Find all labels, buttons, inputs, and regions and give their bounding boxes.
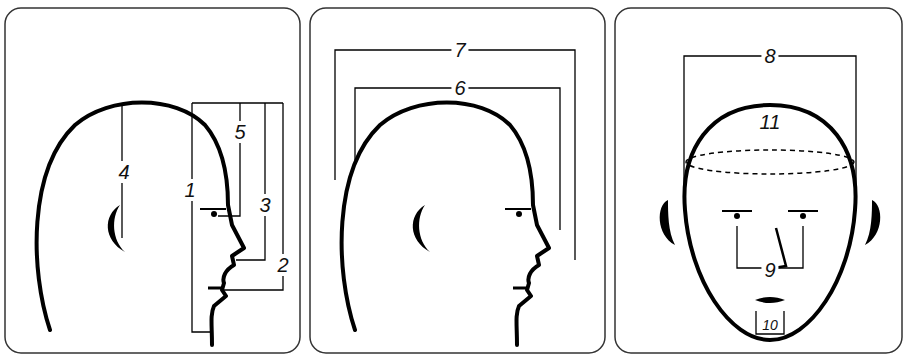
- callout-number: 11: [757, 111, 784, 133]
- callout-number: 4: [115, 161, 132, 183]
- head-profile: [342, 103, 549, 346]
- callout-number: 6: [451, 77, 468, 99]
- callout-number: 5: [231, 121, 248, 143]
- panel: [5, 8, 300, 353]
- callout-number: 7: [451, 39, 468, 61]
- callout-number: 2: [274, 254, 291, 276]
- panel: [615, 8, 902, 353]
- callout-number: 9: [761, 259, 778, 281]
- head-profile: [37, 103, 244, 346]
- measure-lines: [122, 103, 283, 332]
- callout-number: 10: [760, 318, 780, 332]
- measure-lines: [684, 56, 856, 334]
- callout-number: 8: [761, 45, 778, 67]
- head-front: [660, 105, 881, 340]
- callout-number: 1: [181, 179, 198, 201]
- panel: [310, 8, 605, 353]
- callout-number: 3: [256, 194, 273, 216]
- measure-lines: [335, 50, 575, 260]
